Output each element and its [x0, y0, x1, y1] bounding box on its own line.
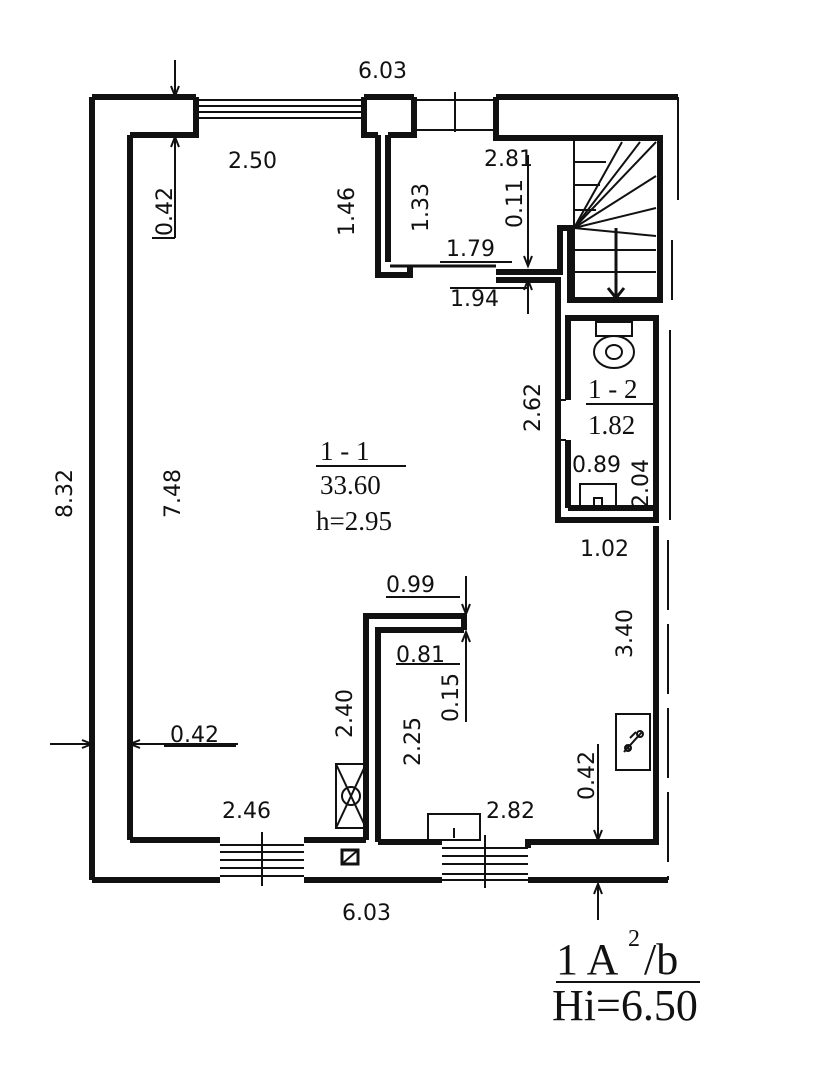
dimension-labels: 6.03 6.03 2.50 2.81 1.79 1.94 1.02 0.99 …: [53, 59, 654, 926]
stamp-level: Hi=6.50: [552, 981, 698, 1030]
dim-corridor-width: 1.94: [450, 287, 499, 312]
staircase-icon: [573, 139, 659, 301]
dim-niche-left-height: 2.40: [333, 689, 358, 738]
dim-niche-inner: 0.81: [396, 643, 445, 668]
dim-niche-wall: 0.15: [439, 673, 464, 722]
stove-icon: [335, 763, 367, 829]
dim-wc-right-wall: 1.02: [580, 537, 629, 562]
room-wc-label: 1 - 2 1.82: [588, 374, 638, 440]
dim-niche-width: 0.99: [386, 573, 435, 598]
stamp-suffix: /b: [644, 935, 678, 984]
dim-left-wall: 0.42: [170, 723, 219, 748]
room-main-label: 1 - 1 33.60 h=2.95: [316, 436, 392, 536]
windows: [196, 92, 528, 888]
level-stamp: 1 A 2 /b Hi=6.50: [552, 926, 698, 1030]
room-main-number: 1 - 1: [320, 436, 370, 466]
boiler-icon: [340, 848, 360, 866]
dim-right-wall: 0.42: [575, 751, 600, 800]
dim-top-room-width: 2.50: [228, 149, 277, 174]
dim-stair-gap: 0.11: [503, 179, 528, 228]
room-wc-area: 1.82: [588, 410, 635, 440]
dim-niche-right-height: 2.25: [401, 717, 426, 766]
stamp-superscript: 2: [628, 926, 640, 952]
stamp-label: 1 A: [556, 935, 619, 984]
dim-right-lower-height: 3.40: [613, 609, 638, 658]
dim-top-left-wall: 0.42: [153, 187, 178, 236]
outer-walls: [89, 94, 679, 883]
dim-bottom-width: 6.03: [342, 901, 391, 926]
dim-bottom-left-width: 2.46: [222, 799, 271, 824]
dim-top-partition: 1.46: [335, 187, 360, 236]
dim-wc-height: 2.62: [521, 383, 546, 432]
toilet-icon: [593, 321, 635, 369]
room-main-area: 33.60: [320, 470, 381, 500]
kitchen-sink-icon: [427, 813, 481, 841]
dim-left-height: 8.32: [53, 469, 78, 518]
dim-bottom-right-width: 2.82: [486, 799, 535, 824]
dim-wc-width: 0.89: [572, 453, 621, 478]
dim-inner-left-height: 7.48: [161, 469, 186, 518]
dimension-lines: [50, 60, 700, 983]
inner-walls: [127, 97, 663, 848]
dim-wc-depth: 2.04: [629, 459, 654, 508]
room-main-height: h=2.95: [316, 506, 392, 536]
dim-top-width: 6.03: [358, 59, 407, 84]
hob-icon: [615, 713, 651, 771]
room-wc-number: 1 - 2: [588, 374, 638, 404]
dim-vestibule-height: 1.33: [409, 183, 434, 232]
dim-vestibule-width: 1.79: [446, 237, 495, 262]
sink-icon: [579, 483, 617, 507]
dim-stair-width: 2.81: [484, 147, 533, 172]
